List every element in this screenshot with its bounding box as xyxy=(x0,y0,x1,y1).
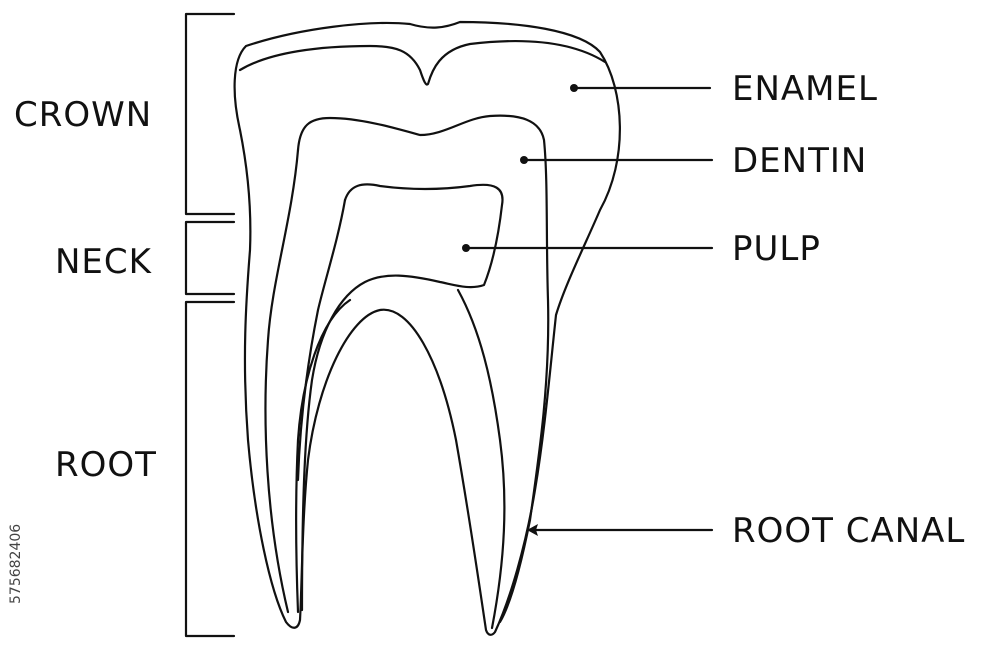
root-canal-right xyxy=(456,288,506,630)
label-neck: NECK xyxy=(55,242,152,282)
crown-bracket xyxy=(184,12,236,216)
stock-id-text: 575682406 xyxy=(8,523,24,604)
label-root-canal: ROOT CANAL xyxy=(732,511,966,551)
pulp-left-wall xyxy=(296,198,347,482)
enamel-pointer-dot xyxy=(570,84,578,92)
label-root: ROOT xyxy=(55,445,157,485)
occlusal-edge xyxy=(238,40,607,86)
dentin-outline xyxy=(296,114,550,624)
root-canal-arrowhead xyxy=(527,524,538,536)
dentin-inner-root-left xyxy=(264,148,300,614)
stock-id-watermark: 575682406 xyxy=(4,408,34,608)
label-dentin: DENTIN xyxy=(732,141,868,181)
dentin-pointer-dot xyxy=(520,156,528,164)
label-enamel: ENAMEL xyxy=(732,69,878,109)
enamel-outline xyxy=(233,20,621,636)
pulp-outline xyxy=(300,183,504,612)
label-crown: CROWN xyxy=(14,95,153,135)
label-pulp: PULP xyxy=(732,229,821,269)
root-bracket xyxy=(184,300,236,638)
neck-bracket xyxy=(184,220,236,296)
pulp-pointer-dot xyxy=(462,244,470,252)
